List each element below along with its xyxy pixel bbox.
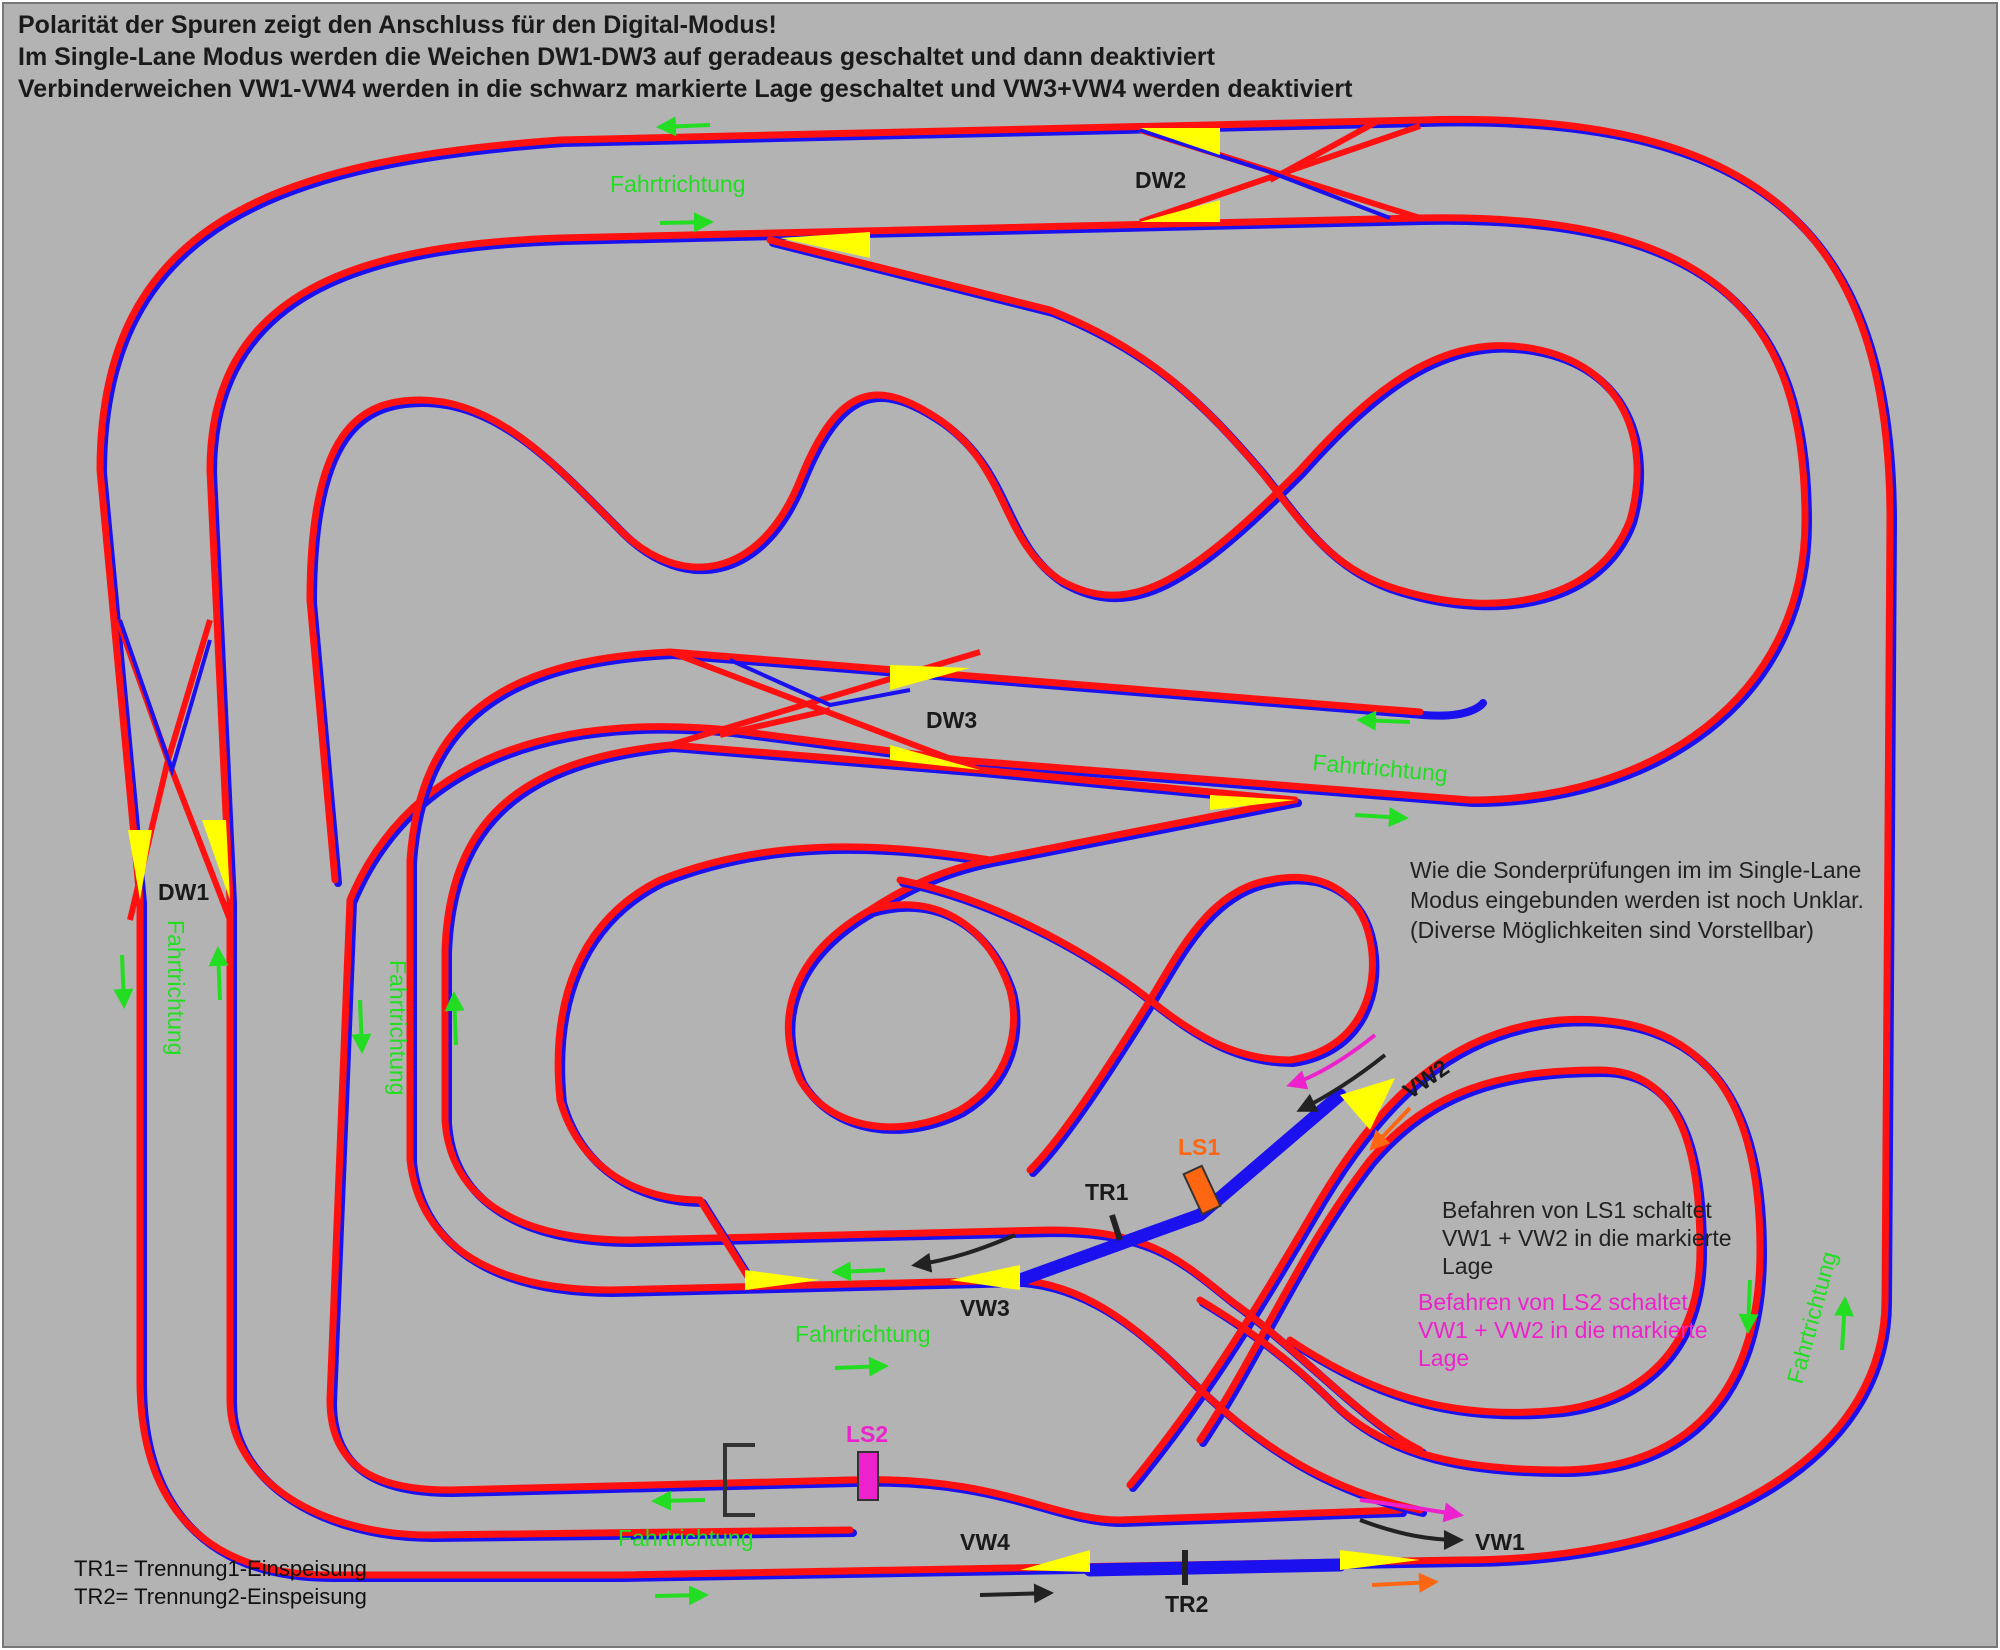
magenta-arrow [1359, 1498, 1464, 1523]
vw4-label: VW4 [960, 1529, 1010, 1555]
ls1-label: LS1 [1178, 1134, 1220, 1160]
direction-arrows [113, 116, 1855, 1606]
header-line-1: Polarität der Spuren zeigt den Anschluss… [18, 11, 777, 39]
track-lanes [96, 115, 1897, 1582]
dw3-frog-right [1210, 795, 1295, 810]
black-arrow [979, 1583, 1054, 1604]
single-lane-note-line-3: (Diverse Möglichkeiten sind Vorstellbar) [1410, 917, 1814, 943]
header-line-2: Im Single-Lane Modus werden die Weichen … [18, 43, 1216, 71]
dw1-frog-right [202, 820, 230, 900]
black-arrow [1359, 1518, 1464, 1550]
vw3-frog-left [745, 1270, 820, 1290]
track-middle-loop [406, 648, 1487, 1297]
ls2-note-line-1: Befahren von LS2 schaltet [1418, 1289, 1688, 1315]
ls1-note-line-2: VW1 + VW2 in die markierte [1442, 1225, 1732, 1251]
track-wiggle-section [306, 236, 1645, 887]
single-lane-note-line-1: Wie die Sonderprüfungen im im Single-Lan… [1410, 857, 1861, 883]
dw3-crossover [668, 649, 1295, 810]
track-single-lane-tr2 [1083, 1558, 1347, 1577]
dw1-label: DW1 [158, 879, 209, 905]
legend-tr2: TR2= Trennung2-Einspeisung [74, 1584, 367, 1609]
dw1-frog-left [128, 830, 152, 900]
green-arrow [654, 1585, 709, 1606]
green-arrow [113, 954, 134, 1009]
direction-label-bottom: Fahrtrichtung [618, 1525, 754, 1551]
dw2-frog-left [780, 232, 870, 258]
track-second-loop [206, 214, 1812, 1527]
dw3-frog-bottom [890, 745, 980, 770]
green-arrow [656, 116, 711, 137]
vw3-frog-right [950, 1265, 1020, 1290]
green-arrow [444, 991, 465, 1046]
orange-arrow [1369, 1106, 1412, 1151]
dw2-crossover [780, 117, 1421, 258]
ls2-label: LS2 [846, 1421, 888, 1447]
track-single-lane-ls1 [1013, 1088, 1347, 1287]
green-arrow [1834, 1296, 1855, 1351]
green-arrow [659, 212, 714, 233]
black-arrow [911, 1233, 1016, 1273]
vw2-frog [1340, 1078, 1395, 1130]
vw1-frog [1340, 1550, 1420, 1570]
vw3-label: VW3 [960, 1295, 1010, 1321]
track-small-figure-eight [896, 874, 1380, 1177]
dw2-label: DW2 [1135, 167, 1186, 193]
direction-label-left: Fahrtrichtung [163, 920, 189, 1056]
green-arrow [351, 999, 372, 1054]
green-arrow [651, 1490, 706, 1511]
ls2-sensor [857, 1451, 879, 1501]
track-outer-loop [96, 115, 1897, 1582]
green-arrow [208, 946, 229, 1001]
direction-label-bottom-mid: Fahrtrichtung [795, 1321, 931, 1347]
green-arrow [831, 1261, 886, 1282]
dw2-frog-bottom [1140, 200, 1220, 222]
ls1-note-line-1: Befahren von LS1 schaltet [1442, 1197, 1712, 1223]
ls1-note-line-3: Lage [1442, 1253, 1493, 1279]
vw4-frog [1020, 1550, 1090, 1572]
ls1-sensor [1182, 1164, 1222, 1216]
direction-label-left-inner: Fahrtrichtung [385, 960, 411, 1096]
green-arrow [1356, 710, 1411, 731]
orange-arrow [1371, 1572, 1439, 1593]
track-big-figure-eight [1016, 1015, 1767, 1517]
direction-label-top: Fahrtrichtung [610, 171, 746, 197]
header-line-3: Verbinderweichen VW1-VW4 werden in die s… [18, 75, 1353, 103]
legend-tr1: TR1= Trennung1-Einspeisung [74, 1556, 367, 1581]
tr2-label: TR2 [1165, 1591, 1208, 1617]
green-arrow [834, 1356, 889, 1377]
vw1-label: VW1 [1475, 1529, 1525, 1555]
ls2-note-line-3: Lage [1418, 1345, 1469, 1371]
tr1-separator-mark [1109, 1214, 1123, 1241]
green-arrow [1738, 1279, 1759, 1334]
dw1-crossover [115, 618, 233, 922]
dw3-label: DW3 [926, 707, 977, 733]
track-inner-spiral [554, 796, 1302, 1287]
black-arrow [1296, 1053, 1387, 1112]
track-left-vertical [206, 466, 857, 1542]
tr1-label: TR1 [1085, 1179, 1129, 1205]
green-arrow [1354, 807, 1409, 828]
magenta-arrow [1286, 1033, 1377, 1090]
ls2-note-line-2: VW1 + VW2 in die markierte [1418, 1317, 1708, 1343]
dw2-frog-top [1140, 128, 1220, 155]
single-lane-note-line-2: Modus eingebunden werden ist noch Unklar… [1410, 887, 1864, 913]
ls2-bracket [723, 1443, 755, 1517]
dw3-frog-top [890, 665, 970, 690]
